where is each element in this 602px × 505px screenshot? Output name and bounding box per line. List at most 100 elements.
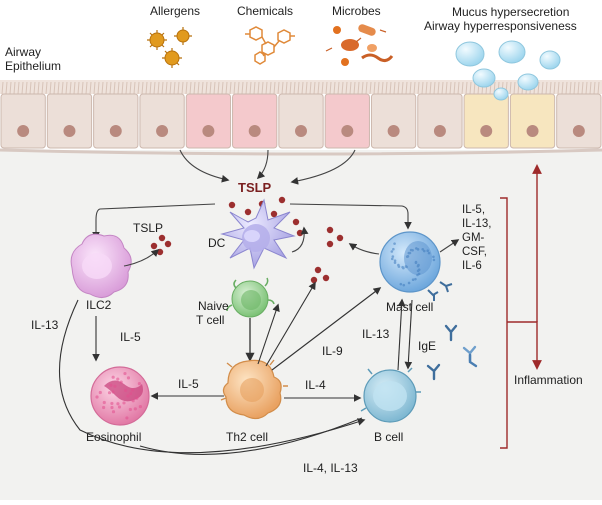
epithelial-cell-layer [0,93,602,149]
th2-cell [220,359,288,420]
label-mucus-hypersecretion: Mucus hypersecretion [452,5,569,19]
tissue-background [0,150,602,500]
label-t-cell: T cell [196,313,224,327]
epithelial-cell [93,93,139,149]
epithelial-cell [370,93,417,149]
epithelial-nucleus [109,125,122,137]
label-cytokine-il5: IL-5, [462,204,485,216]
label-inflammation: Inflammation [514,373,583,387]
tslp-dot [244,208,252,216]
epithelium-cilia [0,80,602,95]
epithelial-nucleus [17,125,30,137]
mast-secretion-arrow [348,243,380,255]
th2-to-tslp-arrow [265,281,316,367]
epithelial-nucleus [341,125,354,137]
label-airway: Airway [5,45,41,59]
eosinophil-cell [90,366,150,426]
epithelial-cell [463,93,509,149]
bcell-to-mast-arrow [397,298,406,371]
epithelial-nucleus [433,125,446,137]
label-airway-hyperresponsiveness: Airway hyperresponsiveness [424,19,577,33]
epithelial-cell [556,93,602,149]
mast-cytokine-arrow [439,239,460,253]
epithelium-to-tslp-arrows [179,149,356,185]
b-cell [360,367,421,423]
tslp-dot [326,240,334,248]
tslp-dot [314,266,322,274]
ilc2-to-bcell-arrow [58,299,366,454]
label-il13-mid: IL-13 [362,327,390,341]
allergen-icon [147,27,192,68]
epithelial-nucleus [202,125,215,137]
il4-il13-curve [139,417,363,455]
epithelial-cell [139,93,185,149]
epithelial-cell [46,93,93,149]
label-cytokine-csf: CSF, [462,246,487,258]
label-tslp-ilc2: TSLP [133,221,163,235]
tslp-dot [336,234,344,242]
label-il5-horizontal: IL-5 [178,377,199,391]
tslp-dot [322,274,330,282]
epithelial-nucleus [295,125,307,137]
tslp-dot [158,234,166,242]
label-naive: Naive [198,299,229,313]
mast-cell [379,231,453,301]
inflammation-bracket [500,164,542,449]
dc-secretion-arrow [291,226,309,253]
tslp-dot [292,218,300,226]
epithelial-cell [509,93,556,149]
tslp-dot [164,240,172,248]
label-tslp-main: TSLP [238,180,272,195]
label-dc: DC [208,236,226,250]
epithelial-nucleus [480,125,493,137]
label-cytokine-il13: IL-13, [462,218,491,230]
tslp-dot [310,276,318,284]
label-cytokine-il6: IL-6 [462,260,482,272]
th2-to-mast-arrow [271,287,382,371]
label-epithelium: Epithelium [5,59,61,73]
interaction-arrows [58,281,413,455]
tslp-dot [326,226,334,234]
epithelial-cell [324,93,370,149]
th2-feedback-arrow [257,303,280,365]
tslp-dot [270,210,278,218]
label-il5-vertical: IL-5 [120,330,141,344]
label-mast-cell: Mast cell [386,300,433,314]
basement-membrane [0,148,602,156]
ilc2-cell [70,233,132,298]
label-il13-left: IL-13 [31,318,59,332]
epithelial-cell [278,93,324,149]
epithelial-cell [185,93,232,149]
label-microbes: Microbes [332,4,381,18]
tslp-branch-arrows [92,203,412,240]
epithelial-nucleus [526,125,539,137]
tslp-dot [228,201,236,209]
epithelial-cell [0,93,46,149]
label-eosinophil: Eosinophil [86,430,141,444]
mucus-bubble-icon [455,40,561,101]
mast-to-bcell-arrow [404,299,413,370]
ilc2-tslp-arrow [123,248,160,267]
epithelial-nucleus [572,125,585,137]
label-chemicals: Chemicals [237,4,293,18]
naive-t-cell [226,277,275,318]
label-cytokine-gm: GM- [462,232,485,244]
label-ilc2: ILC2 [86,298,112,312]
epithelial-cell [417,93,463,149]
chemical-icon [245,26,295,65]
epithelial-nucleus [387,125,400,137]
label-b-cell: B cell [374,430,403,444]
epithelial-nucleus [156,125,169,137]
epithelial-cell [232,93,278,149]
dendritic-cell [220,198,296,270]
label-th2-cell: Th2 cell [226,430,268,444]
tslp-dot [296,229,304,237]
tslp-dot [150,242,158,250]
label-il4: IL-4 [305,378,326,392]
epithelial-nucleus [63,125,76,137]
label-ige: IgE [418,339,436,353]
label-allergens: Allergens [150,4,200,18]
label-il4-il13: IL-4, IL-13 [303,461,358,475]
